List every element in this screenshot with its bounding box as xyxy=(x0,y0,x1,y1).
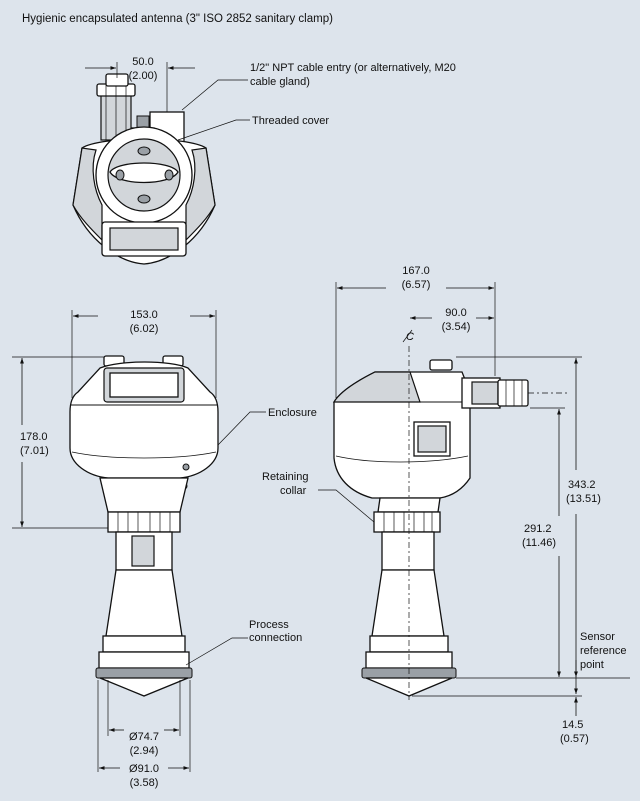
side-h2-mm: 291.2 xyxy=(524,523,552,535)
front-dia1-in: (2.94) xyxy=(130,745,159,757)
callout-process-line1: Process xyxy=(249,619,289,631)
front-height-in: (7.01) xyxy=(20,445,49,457)
front-dia2-mm: Ø91.0 xyxy=(129,763,159,775)
front-clamp xyxy=(95,667,193,679)
front-width-in: (6.02) xyxy=(130,323,159,335)
sensor-ref-line1: Sensor xyxy=(580,631,615,643)
front-width-mm: 153.0 xyxy=(130,309,158,321)
side-h2-in: (11.46) xyxy=(522,537,556,549)
callout-retaining-line1: Retaining xyxy=(262,471,308,483)
top-display-window xyxy=(109,227,179,251)
callout-enclosure: Enclosure xyxy=(268,407,317,419)
side-cable-gland xyxy=(497,379,529,407)
callout-threaded-cover: Threaded cover xyxy=(252,115,329,127)
top-dim-in: (2.00) xyxy=(129,70,158,82)
side-width-in: (6.57) xyxy=(402,279,431,291)
front-collar xyxy=(107,511,181,533)
side-width-mm: 167.0 xyxy=(402,265,430,277)
side-stem xyxy=(381,531,435,571)
side-offset-mm: 90.0 xyxy=(445,307,466,319)
top-dim-mm: 50.0 xyxy=(132,56,153,68)
centerline-symbol: C xyxy=(406,331,414,343)
side-tip-mm: 14.5 xyxy=(562,719,583,731)
front-dia2-in: (3.58) xyxy=(130,777,159,789)
side-h1-in: (13.51) xyxy=(566,493,601,505)
cable-gland xyxy=(96,73,136,141)
side-h1-mm: 343.2 xyxy=(568,479,596,491)
callout-cable-entry-line1: 1/2" NPT cable entry (or alternatively, … xyxy=(250,62,456,74)
side-horn xyxy=(371,569,445,637)
front-view: 153.0 (6.02) 178.0 (7.01) Enclosure Proc… xyxy=(12,309,317,789)
callout-retaining-line2: collar xyxy=(280,485,307,497)
front-cone-tip xyxy=(99,677,189,697)
side-view: C 167.0 (6.57) 90.0 (3.54) 343.2 (13.51)… xyxy=(262,265,630,745)
front-flange xyxy=(102,635,186,653)
sensor-ref-line2: reference xyxy=(580,645,626,657)
front-dia1-mm: Ø74.7 xyxy=(129,731,159,743)
front-height-mm: 178.0 xyxy=(20,431,48,443)
drawing-title: Hygienic encapsulated antenna (3" ISO 28… xyxy=(22,13,333,25)
front-horn xyxy=(105,569,183,637)
side-offset-in: (3.54) xyxy=(442,321,471,333)
callout-process-line2: connection xyxy=(249,632,302,644)
sensor-ref-line3: point xyxy=(580,659,604,671)
top-view: 50.0 (2.00) 1/2" NPT cable entry (or alt… xyxy=(72,56,456,265)
side-tip-in: (0.57) xyxy=(560,733,589,745)
callout-cable-entry-line2: cable gland) xyxy=(250,76,310,88)
